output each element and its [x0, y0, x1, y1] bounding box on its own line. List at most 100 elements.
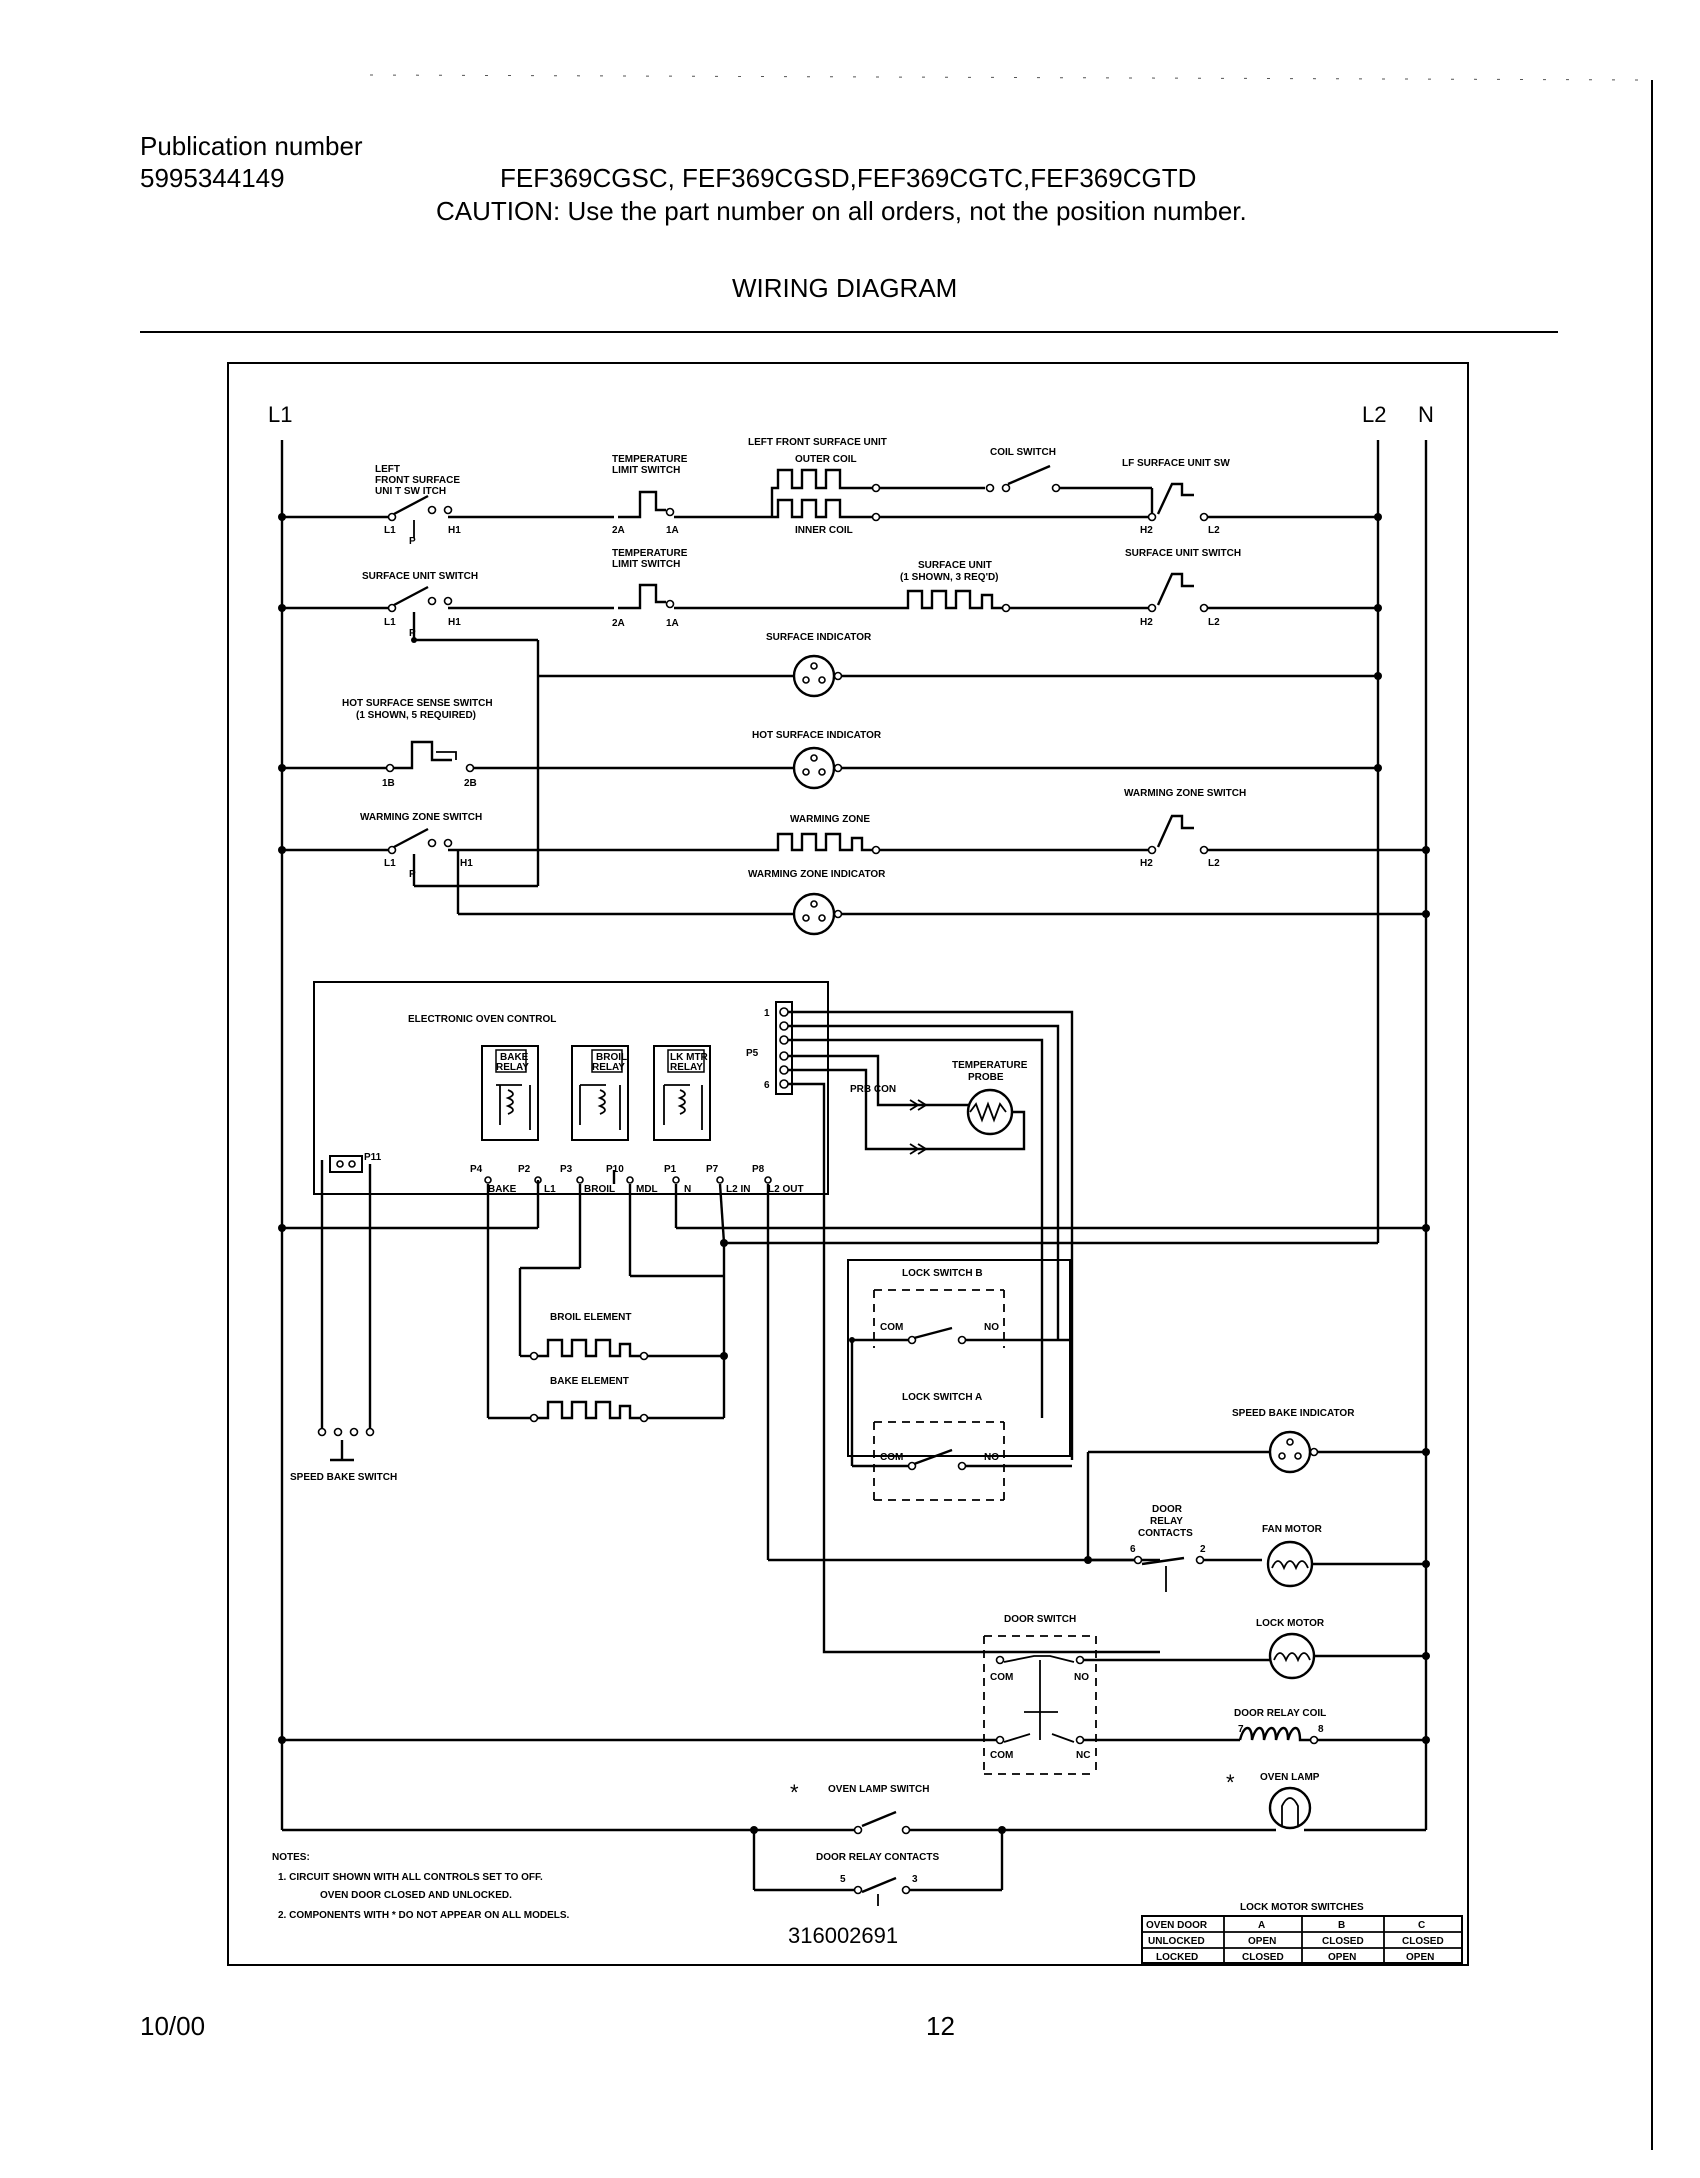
control-wiring	[278, 1170, 1430, 1562]
l1-label: L1	[268, 402, 292, 427]
electronic-oven-control: ELECTRONIC OVEN CONTROL BAKE RELAY BROIL…	[313, 981, 896, 1195]
surf-switch-t1: L1	[384, 617, 396, 628]
oven-lamp-asterisk: *	[1226, 1770, 1235, 1795]
door-relay-contacts-2-t1: 5	[840, 1874, 846, 1885]
lock-switches: LOCK SWITCH B COM NO LOCK SWITCH A COM N…	[847, 1259, 1072, 1501]
lock-table-r0-c0: UNLOCKED	[1148, 1936, 1205, 1947]
pin-label-l1: L1	[544, 1184, 556, 1195]
caution-note: CAUTION: Use the part number on all orde…	[436, 196, 1247, 226]
p5-pin-1: 1	[764, 1008, 770, 1019]
oven-lamp-group: * OVEN LAMP * OVEN LAMP SWITCH DOOR RELA…	[282, 1770, 1426, 1906]
oven-elements: BROIL ELEMENT BAKE ELEMENT	[488, 1312, 728, 1423]
pin-label-broil: BROIL	[584, 1184, 615, 1195]
warming-switch-title: WARMING ZONE SWITCH	[360, 812, 482, 823]
door-switch-com1: COM	[990, 1672, 1013, 1683]
temp-limit-2-title-2: LIMIT SWITCH	[612, 559, 680, 570]
door-relay-coil-t2: 8	[1318, 1724, 1324, 1735]
lf-switch-tp: P	[409, 536, 416, 547]
lock-table-header-0: OVEN DOOR	[1146, 1920, 1208, 1931]
oven-lamp-switch-label: OVEN LAMP SWITCH	[828, 1784, 929, 1795]
door-switch-nc: NC	[1076, 1750, 1090, 1761]
p5-label: P5	[746, 1048, 759, 1059]
oven-lamp-switch-asterisk: *	[790, 1780, 799, 1805]
lf-switch-title-3: UNI T SW ITCH	[375, 486, 446, 497]
door-relay-contacts-1-title-2: RELAY	[1150, 1516, 1183, 1527]
pin-p1: P1	[664, 1164, 677, 1175]
pin-label-bake: BAKE	[488, 1184, 517, 1195]
fan-motor-label: FAN MOTOR	[1262, 1524, 1323, 1535]
speed-bake-indicator-label: SPEED BAKE INDICATOR	[1232, 1408, 1355, 1419]
hot-indicator-label: HOT SURFACE INDICATOR	[752, 730, 882, 741]
bake-element	[538, 1400, 640, 1420]
publication-label: Publication number	[140, 131, 363, 161]
lf-unit-title-2: OUTER COIL	[795, 454, 857, 465]
door-switch-group: DOOR SWITCH COM NO COM NC LOCK MOTOR DOO…	[278, 1614, 1430, 1775]
lock-switch-a-com: COM	[880, 1452, 903, 1463]
l2-label: L2	[1362, 402, 1386, 427]
outer-coil	[770, 468, 872, 517]
temp-probe-label-2: PROBE	[968, 1072, 1004, 1083]
temp-limit-1-t1: 2A	[612, 525, 625, 536]
warming-zone-sw-t1: H2	[1140, 858, 1153, 869]
p11-label: P11	[364, 1152, 382, 1163]
surf-switch-title: SURFACE UNIT SWITCH	[362, 571, 478, 582]
model-numbers: FEF369CGSC, FEF369CGSD,FEF369CGTC,FEF369…	[500, 163, 1197, 193]
speed-bake-indicator-lamp	[1268, 1430, 1312, 1474]
surf-switch-tp: P	[409, 628, 416, 639]
warming-switch-t2: H1	[460, 858, 473, 869]
warming-indicator-label: WARMING ZONE INDICATOR	[748, 869, 886, 880]
warming-zone-label: WARMING ZONE	[790, 814, 870, 825]
note-2: 2. COMPONENTS WITH * DO NOT APPEAR ON AL…	[278, 1910, 570, 1921]
temp-limit-1-title-1: TEMPERATURE	[612, 454, 688, 465]
pin-p2: P2	[518, 1164, 531, 1175]
lock-table-header-2: B	[1338, 1920, 1345, 1931]
oven-lamp	[1268, 1786, 1312, 1830]
door-relay-coil-title: DOOR RELAY COIL	[1234, 1708, 1326, 1719]
lock-table-r0-c1: OPEN	[1248, 1936, 1276, 1947]
surf-unit-sw-title: SURFACE UNIT SWITCH	[1125, 548, 1241, 559]
door-relay-contacts-1-t2: 2	[1200, 1544, 1206, 1555]
footer-date: 10/00	[140, 2011, 206, 2041]
pin-p10: P10	[606, 1164, 624, 1175]
prb-con-label: PRB CON	[850, 1084, 896, 1095]
notes: NOTES: 1. CIRCUIT SHOWN WITH ALL CONTROL…	[272, 1852, 898, 1948]
hot-sense-title-1: HOT SURFACE SENSE SWITCH	[342, 698, 493, 709]
hot-sense-title-2: (1 SHOWN, 5 REQUIRED)	[356, 710, 476, 721]
door-relay-coil-t1: 7	[1238, 1724, 1244, 1735]
surface-indicator-label: SURFACE INDICATOR	[766, 632, 872, 643]
pin-label-l2-out: L2 OUT	[768, 1184, 804, 1195]
lock-motor-switches-table: LOCK MOTOR SWITCHES OVEN DOOR A B C UNLO…	[1141, 1902, 1463, 1964]
pin-p4: P4	[470, 1164, 483, 1175]
broil-element-label: BROIL ELEMENT	[550, 1312, 631, 1323]
lock-table-header-3: C	[1418, 1920, 1425, 1931]
lf-switch-title-2: FRONT SURFACE	[375, 475, 460, 486]
lock-table-header-1: A	[1258, 1920, 1265, 1931]
lf-unit-title-3: INNER COIL	[795, 525, 853, 536]
hot-sense-t2: 2B	[464, 778, 477, 789]
pin-label-l2-in: L2 IN	[726, 1184, 750, 1195]
n-label: N	[1418, 402, 1434, 427]
eoc-title: ELECTRONIC OVEN CONTROL	[408, 1014, 556, 1025]
bake-element-label: BAKE ELEMENT	[550, 1376, 629, 1387]
broil-element	[538, 1338, 640, 1358]
coil-switch-label: COIL SWITCH	[990, 447, 1056, 458]
lock-table-r1-c2: OPEN	[1328, 1952, 1356, 1963]
page-number: 12	[926, 2011, 955, 2041]
door-relay-contacts-1-t1: 6	[1130, 1544, 1136, 1555]
surface-unit-circuit: SURFACE UNIT SWITCH L1 P H1 TEMPERATURE …	[278, 548, 1382, 698]
lf-switch-t1: L1	[384, 525, 396, 536]
temp-limit-2-title-1: TEMPERATURE	[612, 548, 688, 559]
lock-motor-label: LOCK MOTOR	[1256, 1618, 1325, 1629]
warming-zone-indicator-lamp	[792, 892, 836, 936]
lf-switch-t2: H1	[448, 525, 461, 536]
lock-table-r1-c0: LOCKED	[1156, 1952, 1198, 1963]
pin-p3: P3	[560, 1164, 573, 1175]
notes-title: NOTES:	[272, 1852, 310, 1863]
surf-unit-sw-t1: H2	[1140, 617, 1153, 628]
surface-unit-coil	[898, 589, 1002, 610]
hot-surface-circuit: HOT SURFACE SENSE SWITCH (1 SHOWN, 5 REQ…	[278, 698, 1382, 790]
warming-zone-circuit: WARMING ZONE SWITCH L1 P H1 WARMING ZONE…	[278, 676, 1430, 936]
oven-lamp-label: OVEN LAMP	[1260, 1772, 1320, 1783]
lf-unit-sw-t2: L2	[1208, 525, 1220, 536]
lk-relay-label-1: LK MTR	[670, 1052, 709, 1063]
